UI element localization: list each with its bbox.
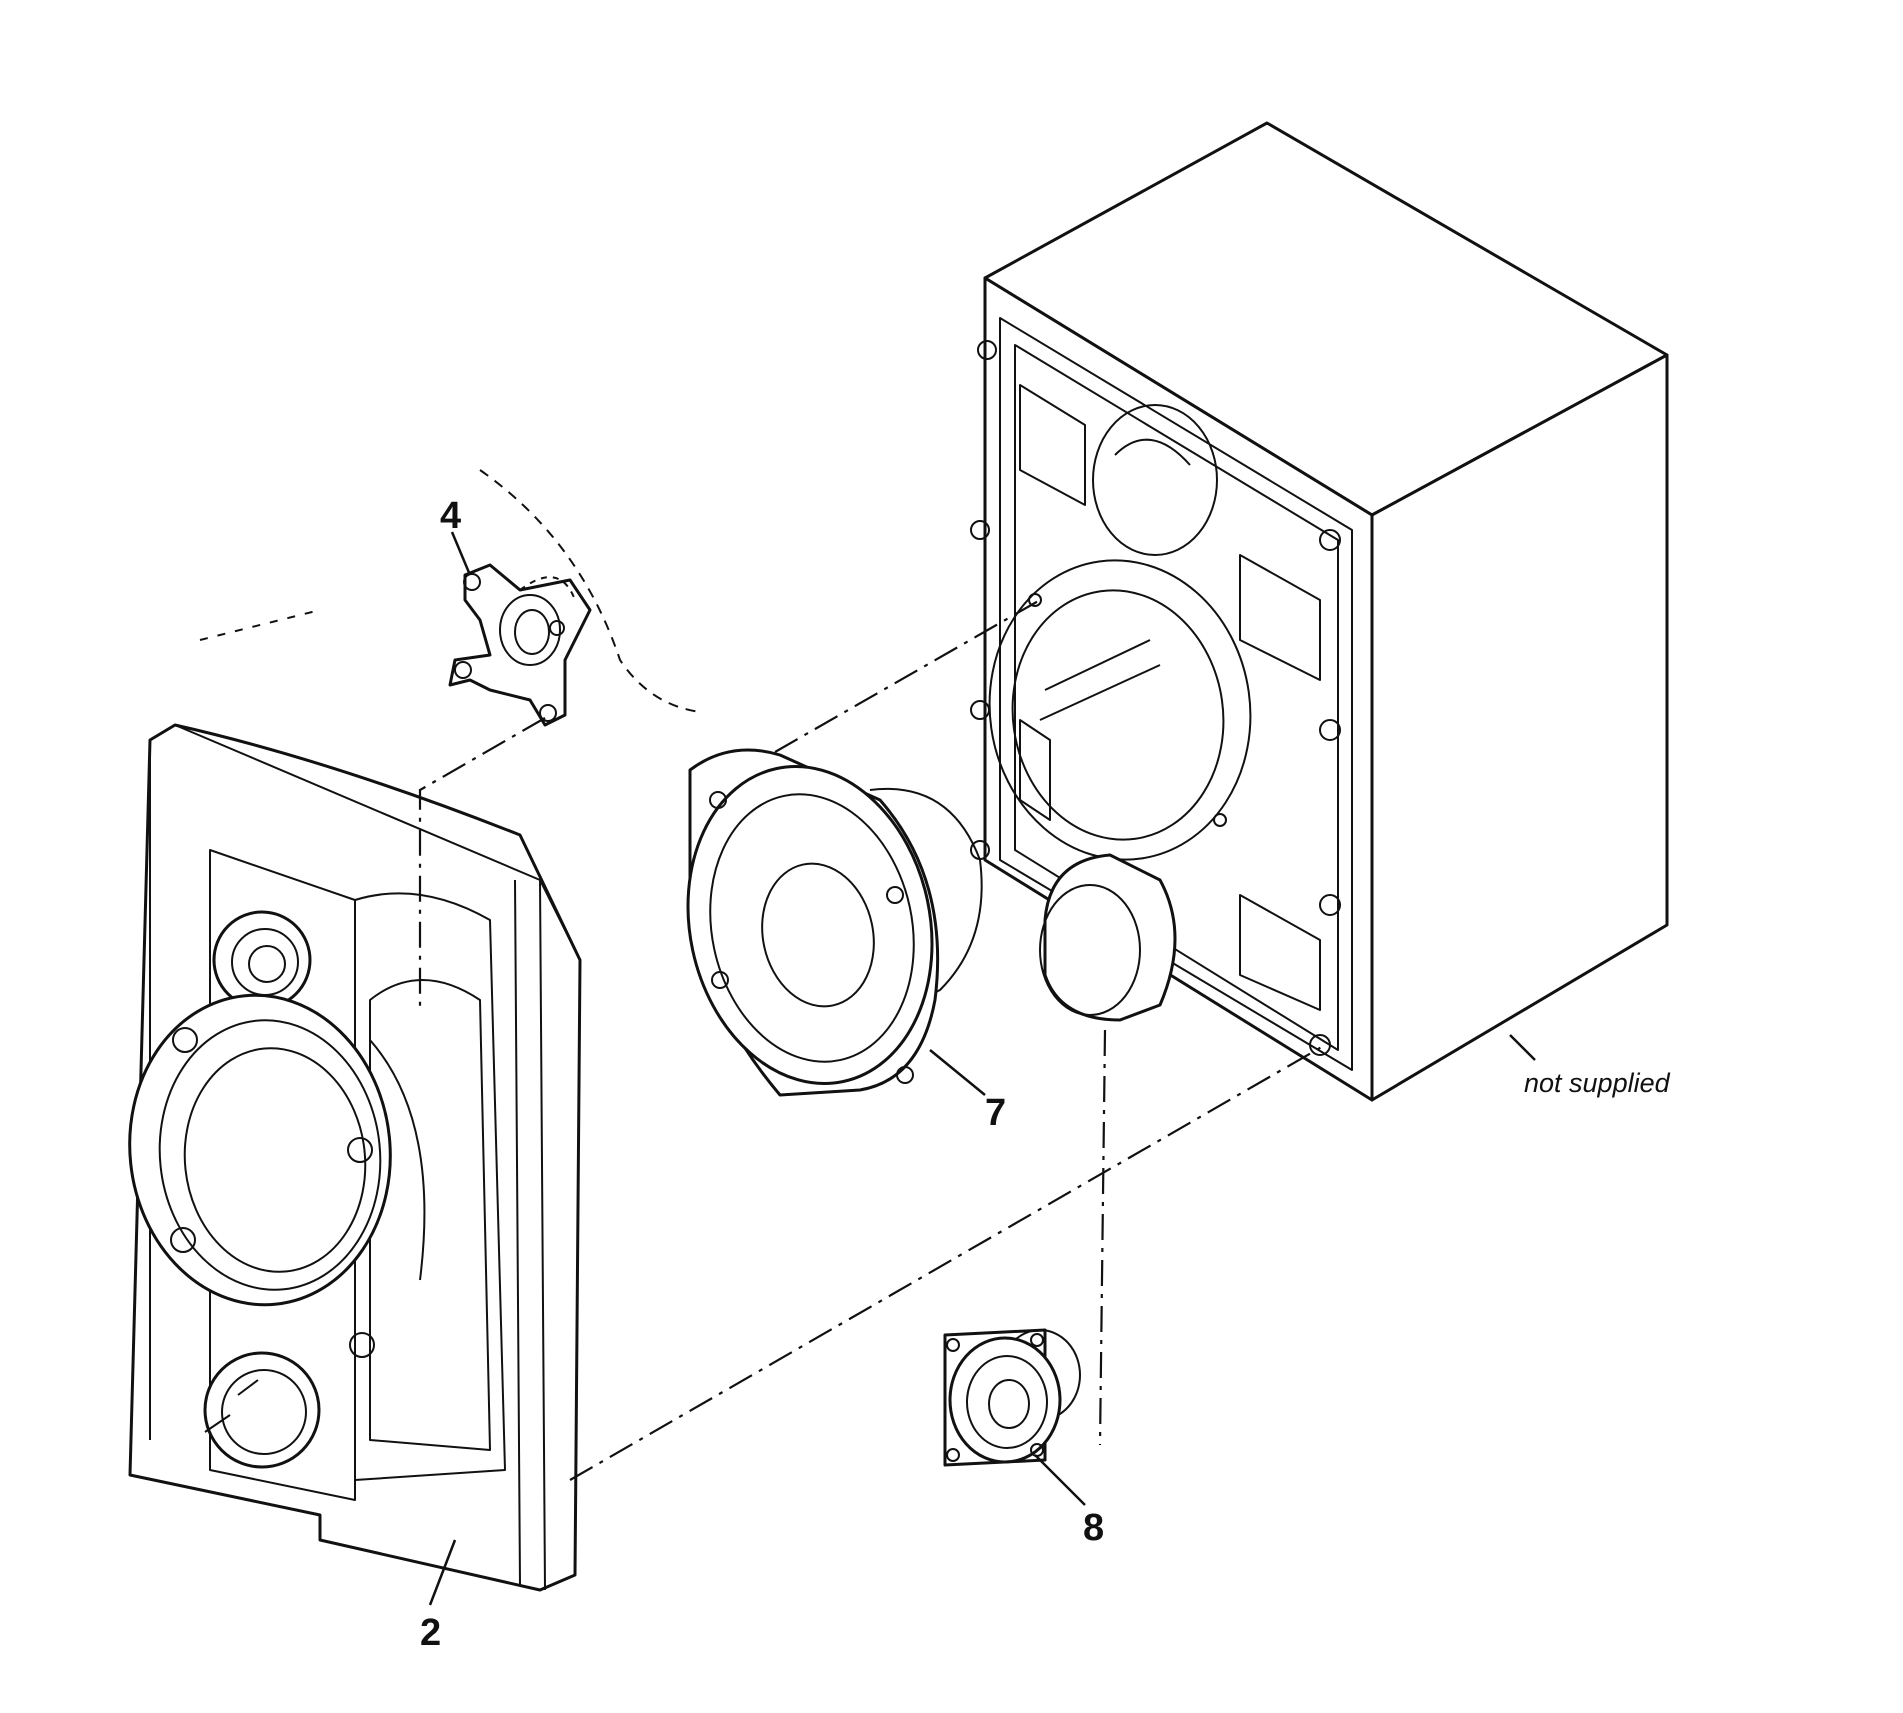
speaker-cabinet — [970, 121, 1669, 1102]
tweeter-bracket — [199, 469, 701, 727]
callout-7: 7 — [985, 1092, 1006, 1134]
front-panel — [128, 723, 582, 1592]
callout-4: 4 — [440, 495, 461, 537]
callout-2: 2 — [420, 1612, 441, 1654]
leader-lines — [428, 531, 1536, 1606]
not-supplied-note: not supplied — [1524, 1068, 1671, 1098]
small-speaker — [943, 1328, 1081, 1467]
woofer — [686, 748, 983, 1097]
assembly-lines — [418, 599, 1326, 1481]
callout-8: 8 — [1083, 1507, 1104, 1549]
